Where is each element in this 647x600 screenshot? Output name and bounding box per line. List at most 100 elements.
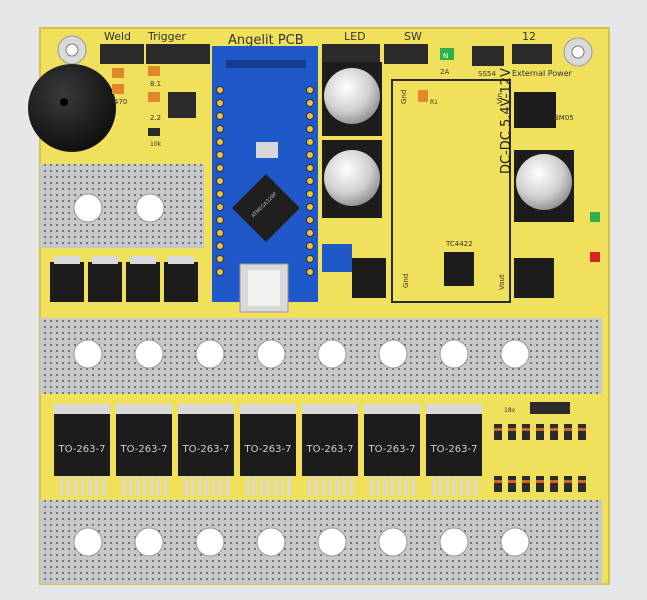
mosfet-lead [467, 476, 470, 496]
pin [216, 138, 224, 146]
pin [306, 242, 314, 250]
heatsink-hole [256, 527, 286, 557]
mosfet-lead [226, 476, 229, 496]
mosfet-lead [281, 476, 284, 496]
pin [216, 86, 224, 94]
mosfet-label: TO-263-7 [244, 444, 292, 455]
heatsink-hole [195, 339, 225, 369]
gate-resistor [522, 424, 530, 440]
mosfet-lead [122, 476, 125, 496]
pin [306, 112, 314, 120]
heatsink-hole [317, 339, 347, 369]
pin [306, 190, 314, 198]
mount-hole-top-right [563, 37, 593, 67]
pin [216, 203, 224, 211]
gate-resistor [508, 476, 516, 492]
svg-text:Gnd: Gnd [402, 274, 410, 288]
header-weld-label: Weld [104, 30, 131, 43]
header-12v: 12 [512, 30, 552, 64]
gate-resistor [550, 476, 558, 492]
mosfet-tab [130, 256, 156, 264]
gate-resistor [564, 476, 572, 492]
mosfet-lead [253, 476, 256, 496]
gate-components [494, 424, 586, 492]
pin [306, 86, 314, 94]
capacitor-3 [514, 150, 574, 222]
heatsink-hole [195, 527, 225, 557]
pin [216, 164, 224, 172]
zener-label: 18v [504, 407, 516, 414]
gate-band [578, 480, 586, 483]
led-n [440, 48, 454, 60]
board-title: Angelit PCB [228, 33, 304, 48]
mosfet-tab [168, 256, 194, 264]
smd-cluster-left: 470 8.1 2.2 10k [112, 66, 196, 148]
mosfet-lead [129, 476, 132, 496]
mosfet-label: TO-263-7 [306, 444, 354, 455]
pin [216, 99, 224, 107]
mosfet-small [50, 262, 84, 302]
gate-band [494, 480, 502, 483]
mosfet-lead [398, 476, 401, 496]
mount-hole-top-left [57, 35, 87, 65]
gate-resistor [494, 476, 502, 492]
svg-text:Gnd: Gnd [400, 90, 408, 104]
heatsink-top-left [40, 164, 204, 248]
mosfet-lead [432, 476, 435, 496]
mosfet-lead [212, 476, 215, 496]
regulator-label: BM05 [554, 114, 574, 122]
mosfet-lead [102, 476, 105, 496]
pin [216, 268, 224, 276]
mosfet-tab [92, 256, 118, 264]
arduino-pins [216, 86, 314, 276]
gate-resistor [578, 476, 586, 492]
pin [306, 255, 314, 263]
pin [216, 151, 224, 159]
regulator-bm05 [514, 92, 556, 128]
external-power-label: External Power [512, 69, 573, 78]
mosfet-lead [288, 476, 291, 496]
gate-band [550, 428, 558, 431]
pin [216, 242, 224, 250]
heatsink-hole [378, 339, 408, 369]
pin [306, 99, 314, 107]
heatsink-hole [73, 339, 103, 369]
mosfet-lead [184, 476, 187, 496]
header-weld: Weld [100, 30, 144, 64]
mosfet-tab [240, 404, 296, 414]
mosfet-lead [143, 476, 146, 496]
gate-resistor [536, 424, 544, 440]
zener-diode [530, 402, 570, 414]
svg-text:Vout: Vout [498, 274, 506, 290]
led-red [590, 252, 600, 262]
svg-text:N: N [443, 52, 448, 60]
driver-ic: TC4422 [444, 240, 474, 286]
heatsink-middle-holes [73, 339, 530, 369]
mosfet-lead [267, 476, 270, 496]
mosfet-lead [88, 476, 91, 496]
mosfet-lead [198, 476, 201, 496]
pin [306, 151, 314, 159]
pin [306, 203, 314, 211]
heatsink-hole [73, 193, 103, 223]
mosfet-lead [150, 476, 153, 496]
vreg-left [352, 258, 386, 298]
pin [216, 229, 224, 237]
mosfet-lead [260, 476, 263, 496]
mosfet-lead [308, 476, 311, 496]
mosfet-lead [164, 476, 167, 496]
heatsink-hole [135, 193, 165, 223]
gate-band [522, 428, 530, 431]
mosfet-to263 [240, 414, 296, 476]
mosfet-lead [219, 476, 222, 496]
mosfet-lead [136, 476, 139, 496]
gate-band [522, 480, 530, 483]
gate-band [564, 480, 572, 483]
header-12v-label: 12 [522, 30, 536, 43]
pin [306, 216, 314, 224]
mosfet-lead [377, 476, 380, 496]
heatsink-hole [500, 339, 530, 369]
driver-ic-label: TC4422 [445, 240, 473, 248]
